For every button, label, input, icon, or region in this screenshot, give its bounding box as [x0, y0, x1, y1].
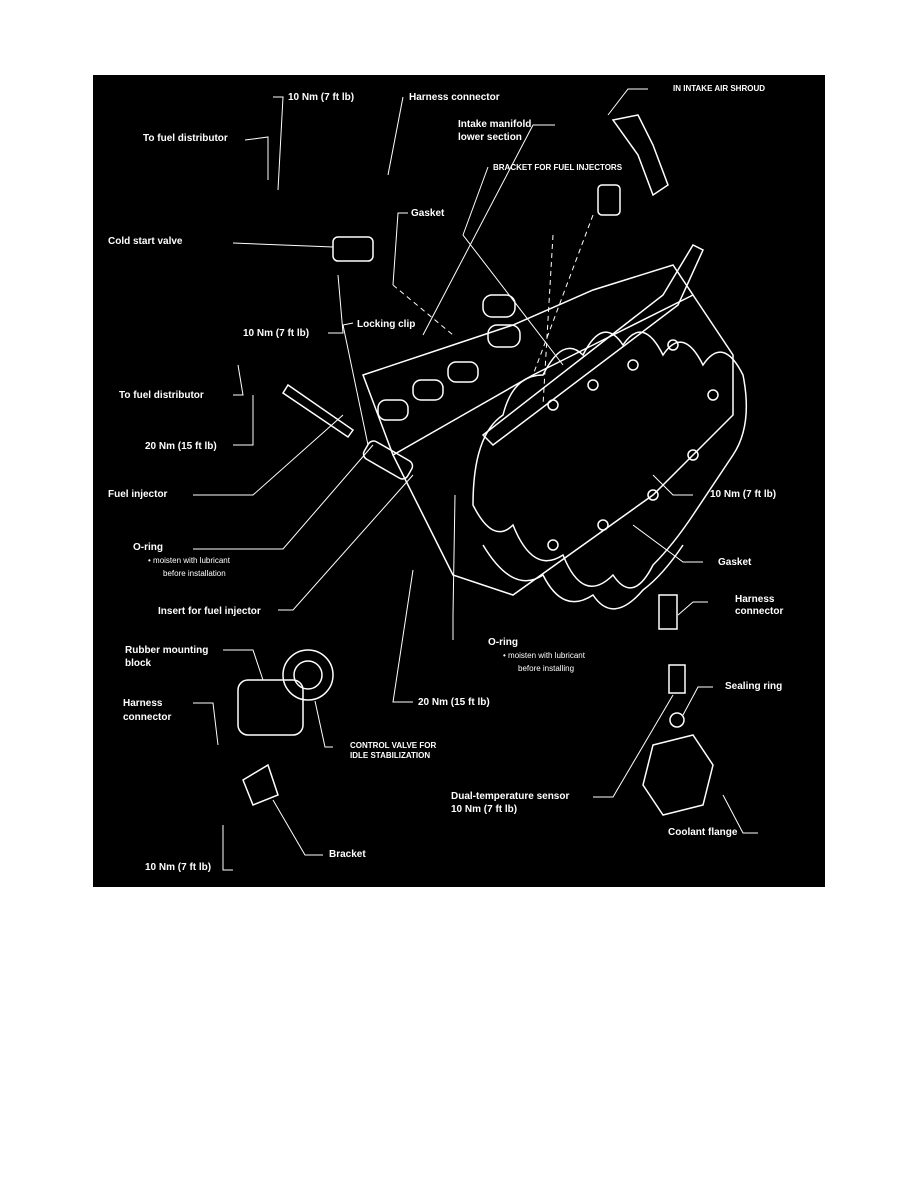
- torque-right-label: 10 Nm (7 ft lb): [710, 489, 777, 500]
- coolant-flange-shape: [642, 734, 714, 816]
- harness-left-label-1: Harness: [123, 698, 163, 709]
- locking-clip-label: Locking clip: [357, 319, 416, 330]
- sealing-ring-label: Sealing ring: [725, 681, 783, 692]
- dual-temp-sensor-label-1: Dual-temperature sensor: [451, 791, 570, 802]
- bracket-injector-part: [597, 184, 621, 216]
- fuel-injector-shape: [281, 383, 355, 439]
- air-shroud-shape: [611, 114, 669, 197]
- control-valve-label-2: IDLE STABILIZATION: [350, 751, 431, 760]
- port-1: [377, 399, 409, 421]
- bracket-injectors-label: BRACKET FOR FUEL INJECTORS: [493, 163, 623, 172]
- rubber-block-label-2: block: [125, 658, 152, 669]
- injector-insert: [362, 440, 414, 480]
- torque-cold-start-label: 10 Nm (7 ft lb): [243, 328, 310, 339]
- torque-label-top: 10 Nm (7 ft lb): [288, 92, 355, 103]
- port-5: [487, 324, 521, 348]
- insert-fuel-injector-label: Insert for fuel injector: [158, 606, 261, 617]
- cold-start-valve-label: Cold start valve: [108, 236, 183, 247]
- dual-temp-sensor-shape: [668, 664, 686, 694]
- intake-air-shroud-label: IN INTAKE AIR SHROUD: [673, 84, 765, 93]
- to-fuel-distributor-label-top: To fuel distributor: [143, 133, 228, 144]
- harness-right-shape: [658, 594, 678, 630]
- harness-left-label-2: connector: [123, 712, 172, 723]
- coolant-flange-label: Coolant flange: [668, 827, 738, 838]
- sealing-ring-shape: [669, 712, 685, 728]
- harness-connector-label-top: Harness connector: [409, 92, 500, 103]
- intake-manifold-label-2: lower section: [458, 132, 522, 143]
- cold-start-valve-shape: [332, 236, 374, 262]
- injector-bracket: [481, 244, 704, 446]
- gasket-right-label: Gasket: [718, 557, 752, 568]
- to-fuel-distributor-label-mid: To fuel distributor: [119, 390, 204, 401]
- manifold-body: [392, 294, 734, 596]
- o-ring-mid-label: O-ring: [488, 637, 518, 648]
- bottom-gasket: [482, 544, 684, 610]
- port-2: [412, 379, 444, 401]
- rubber-block-shape: [237, 679, 304, 736]
- diagram-artwork: [193, 88, 758, 871]
- idle-valve-shape: [282, 649, 334, 701]
- fuel-injector-label: Fuel injector: [108, 489, 168, 500]
- bracket-shape: [242, 763, 279, 806]
- o-ring-left-note-2: before installation: [163, 569, 226, 578]
- o-ring-mid-note-1: • moisten with lubricant: [503, 651, 585, 660]
- port-3: [447, 361, 479, 383]
- manifold-flange: [362, 264, 695, 457]
- torque-bottom-label: 10 Nm (7 ft lb): [145, 862, 212, 873]
- lower-gasket: [472, 331, 748, 589]
- gasket-label-top: Gasket: [411, 208, 445, 219]
- harness-right-label-1: Harness: [735, 594, 775, 605]
- o-ring-left-label: O-ring: [133, 542, 163, 553]
- rubber-block-label-1: Rubber mounting: [125, 645, 209, 656]
- dual-temp-sensor-label-2: 10 Nm (7 ft lb): [451, 804, 518, 815]
- o-ring-mid-note-2: before installing: [518, 664, 575, 673]
- exploded-diagram: 10 Nm (7 ft lb) Harness connector To fue…: [93, 75, 825, 887]
- control-valve-label-1: CONTROL VALVE FOR: [350, 741, 437, 750]
- intake-manifold-label-1: Intake manifold: [458, 119, 532, 130]
- torque-20-left-label: 20 Nm (15 ft lb): [145, 441, 217, 452]
- torque-20-mid-label: 20 Nm (15 ft lb): [418, 697, 490, 708]
- bracket-bottom-label: Bracket: [329, 849, 366, 860]
- harness-right-label-2: connector: [735, 606, 784, 617]
- port-4: [482, 294, 516, 318]
- o-ring-left-note-1: • moisten with lubricant: [148, 556, 230, 565]
